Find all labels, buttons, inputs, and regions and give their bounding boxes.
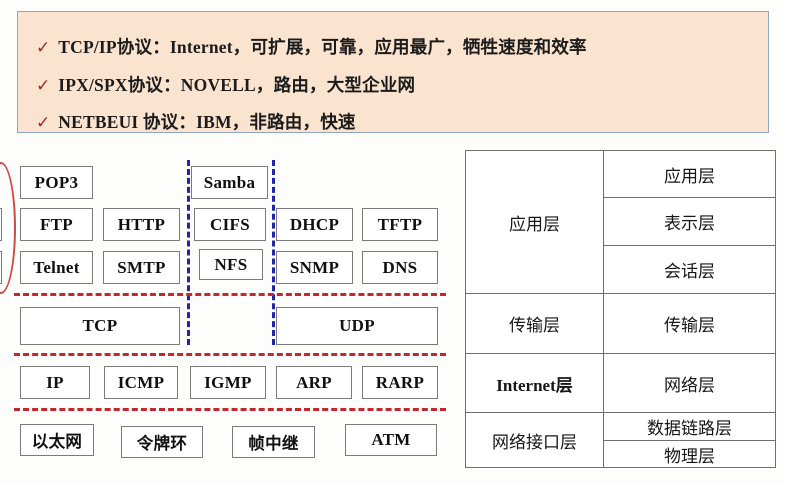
clipped-protocol-box — [0, 251, 2, 284]
protocol-box-arp[interactable]: ARP — [276, 366, 352, 399]
checkmark-icon: ✓ — [36, 38, 51, 58]
protocol-box-samba[interactable]: Samba — [191, 166, 268, 199]
protocol-summary-callout: ✓ TCP/IP协议：Internet，可扩展，可靠，应用最广，牺牲速度和效率 … — [17, 11, 769, 133]
protocol-box-icmp[interactable]: ICMP — [104, 366, 178, 399]
protocol-box-cifs[interactable]: CIFS — [194, 208, 266, 241]
callout-text-tcpip: TCP/IP协议：Internet，可扩展，可靠，应用最广，牺牲速度和效率 — [58, 37, 587, 57]
protocol-box-nfs[interactable]: NFS — [199, 249, 263, 280]
tcpip-layer-application: 应用层 — [466, 151, 603, 294]
protocol-box-ip[interactable]: IP — [20, 366, 90, 399]
protocol-box-pop3[interactable]: POP3 — [20, 166, 93, 199]
protocol-box-udp[interactable]: UDP — [276, 307, 438, 345]
protocol-box-telnet[interactable]: Telnet — [20, 251, 93, 284]
protocol-box-dns[interactable]: DNS — [362, 251, 438, 284]
protocol-box-smtp[interactable]: SMTP — [103, 251, 180, 284]
tcpip-layer-transport: 传输层 — [466, 294, 603, 354]
protocol-box-frame-relay[interactable]: 帧中继 — [232, 426, 315, 458]
osi-layer-application: 应用层 — [604, 151, 775, 198]
layer-divider-internet-link — [14, 408, 446, 411]
protocol-box-snmp[interactable]: SNMP — [276, 251, 353, 284]
osi-model-column: 应用层 表示层 会话层 传输层 网络层 数据链路层 物理层 — [604, 151, 775, 467]
protocol-box-ftp[interactable]: FTP — [20, 208, 93, 241]
callout-line-netbeui: ✓ NETBEUI 协议：IBM，非路由，快速 — [36, 109, 356, 134]
osi-layer-network: 网络层 — [604, 354, 775, 413]
protocol-box-tcp[interactable]: TCP — [20, 307, 180, 345]
osi-layer-presentation: 表示层 — [604, 198, 775, 246]
layer-divider-application-transport — [14, 293, 446, 296]
vertical-divider-left — [187, 160, 190, 345]
osi-layer-physical: 物理层 — [664, 446, 715, 466]
clipped-protocol-box — [0, 208, 2, 241]
protocol-box-ethernet[interactable]: 以太网 — [20, 424, 94, 456]
osi-layer-data-link: 数据链路层 — [604, 413, 775, 441]
callout-line-ipxspx: ✓ IPX/SPX协议：NOVELL，路由，大型企业网 — [36, 72, 415, 97]
protocol-box-token-ring[interactable]: 令牌环 — [121, 426, 203, 458]
protocol-box-igmp[interactable]: IGMP — [190, 366, 266, 399]
callout-line-tcpip: ✓ TCP/IP协议：Internet，可扩展，可靠，应用最广，牺牲速度和效率 — [36, 34, 587, 59]
tcpip-layer-internet: Internet层 — [466, 354, 603, 413]
protocol-box-rarp[interactable]: RARP — [362, 366, 438, 399]
osi-layer-transport: 传输层 — [604, 294, 775, 354]
left-red-brace — [0, 162, 16, 294]
callout-text-ipxspx: IPX/SPX协议：NOVELL，路由，大型企业网 — [58, 75, 416, 95]
osi-layer-session: 会话层 — [604, 246, 775, 294]
tcpip-layer-network-interface: 网络接口层 — [492, 432, 577, 452]
callout-text-netbeui: NETBEUI 协议：IBM，非路由，快速 — [58, 112, 356, 132]
protocol-box-atm[interactable]: ATM — [345, 424, 437, 456]
protocol-box-tftp[interactable]: TFTP — [362, 208, 438, 241]
tcpip-model-column: 应用层 传输层 Internet层 网络接口层 — [466, 151, 604, 467]
layer-divider-transport-internet — [14, 353, 446, 356]
checkmark-icon: ✓ — [36, 113, 51, 133]
protocol-box-http[interactable]: HTTP — [103, 208, 180, 241]
protocol-box-dhcp[interactable]: DHCP — [276, 208, 353, 241]
layer-comparison-table: 应用层 传输层 Internet层 网络接口层 应用层 表示层 会话层 传输层 … — [465, 150, 776, 468]
checkmark-icon: ✓ — [36, 76, 51, 96]
vertical-divider-right — [272, 160, 275, 345]
